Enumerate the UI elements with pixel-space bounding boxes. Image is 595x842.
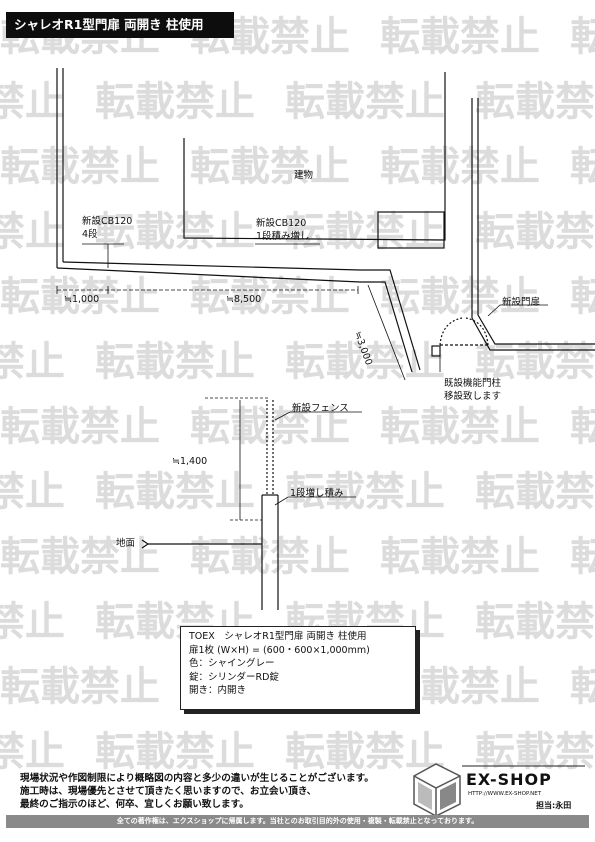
note-line-1: 現場状況や作図制限により概略図の内容と多少の違いが生じることがございます。 xyxy=(20,773,374,784)
watermark-text: 転載禁止 xyxy=(475,79,595,125)
watermark-text: 転載禁止 xyxy=(285,729,445,775)
existing-post-label-2: 移設致します xyxy=(444,391,502,402)
watermark-text: 転載禁止 xyxy=(475,729,595,775)
copyright-footer: 全ての著作権は、エクスショップに帰属します。当社とのお取引目的外の使用・複製・転… xyxy=(6,815,589,828)
leader-add-row xyxy=(274,496,356,506)
notes: 現場状況や作図制限により概略図の内容と多少の違いが生じることがございます。 施工… xyxy=(20,772,374,811)
watermark-text: 転載禁止 xyxy=(0,599,65,645)
ground-label: 地面 xyxy=(116,538,136,549)
watermark-text: 転載禁止 xyxy=(570,14,595,60)
watermark-text: 転載禁止 xyxy=(95,209,255,255)
dimension-1400: ≒1,400 xyxy=(172,456,208,467)
watermark-text: 転載禁止 xyxy=(380,274,540,320)
watermark-text: 転載禁止 xyxy=(475,599,595,645)
spec-line-size: 扉1枚 (W×H) = (600・600×1,000mm) xyxy=(189,644,370,656)
watermark-text: 転載禁止 xyxy=(570,534,595,580)
watermark-text: 転載禁止 xyxy=(190,144,350,190)
gate-post-box xyxy=(431,345,441,357)
leader-gate xyxy=(487,304,548,317)
watermark-text: 転載禁止 xyxy=(95,469,255,515)
watermark-text: 転載禁止 xyxy=(285,79,445,125)
ex-shop-logo xyxy=(413,763,585,816)
building-outline xyxy=(183,72,446,241)
watermark-text: 転載禁止 xyxy=(95,79,255,125)
watermark-text: 転載禁止 xyxy=(95,729,255,775)
note-line-2: 施工時は、現場優先とさせて頂きたく思いますので、お立会い頂き、 xyxy=(20,786,317,797)
new-cb-left-label: 新設CB120 xyxy=(82,216,133,227)
watermark-text: 転載禁止 xyxy=(0,534,160,580)
watermark-text: 転載禁止 xyxy=(0,664,160,710)
logo-url: HTTP://WWW.EX-SHOP.NET xyxy=(468,791,542,797)
building-label: 建物 xyxy=(294,170,314,181)
watermark-text: 転載禁止 xyxy=(0,274,160,320)
spec-line-color: 色：シャイングレー xyxy=(189,658,275,669)
dimension-8500: ≒8,500 xyxy=(226,294,262,305)
watermark-text: 転載禁止 xyxy=(0,209,65,255)
watermark-text: 転載禁止 xyxy=(95,339,255,385)
watermark-text: 転載禁止 xyxy=(285,209,445,255)
watermark-text: 転載禁止 xyxy=(380,144,540,190)
watermark-text: 転載禁止 xyxy=(570,404,595,450)
watermark-text: 転載禁止 xyxy=(475,209,595,255)
existing-post-label-1: 既設機能門柱 xyxy=(444,378,502,389)
page-title: シャレオR1型門扉 両開き 柱使用 xyxy=(6,12,234,38)
watermark-text: 転載禁止 xyxy=(0,144,160,190)
spec-line-product: TOEX シャレオR1型門扉 両開き 柱使用 xyxy=(189,631,367,642)
new-cb-right-add-label: 1段積み増し xyxy=(256,231,310,242)
watermark-text: 転載禁止 xyxy=(285,469,445,515)
watermark-text: 転載禁止 xyxy=(570,144,595,190)
right-boundary-inner xyxy=(477,98,595,345)
note-line-3: 最終のご指示のほど、何卒、宜しくお願い致します。 xyxy=(20,799,249,810)
watermark-text: 転載禁止 xyxy=(190,274,350,320)
watermark-text: 転載禁止 xyxy=(0,469,65,515)
watermark-text: 転載禁止 xyxy=(380,14,540,60)
new-gate-label: 新設門扉 xyxy=(502,297,541,308)
watermark-text: 転載禁止 xyxy=(0,729,65,775)
watermark-text: 転載禁止 xyxy=(190,534,350,580)
block-wall-inner xyxy=(62,261,421,371)
watermark-text: 転載禁止 xyxy=(285,339,445,385)
ground-marker xyxy=(141,539,150,549)
logo-name: EX-SHOP xyxy=(466,770,552,789)
watermark-text: 転載禁止 xyxy=(0,404,160,450)
spec-line-opening: 開き：内開き xyxy=(189,685,247,696)
spec-box: TOEX シャレオR1型門扉 両開き 柱使用 扉1枚 (W×H) = (600・… xyxy=(180,626,416,710)
watermark-text: 転載禁止 xyxy=(570,274,595,320)
watermark-text: 転載禁止 xyxy=(570,664,595,710)
watermark-text: 転載禁止 xyxy=(380,404,540,450)
watermark-text: 転載禁止 xyxy=(380,534,540,580)
watermark-text: 転載禁止 xyxy=(475,469,595,515)
building-feature-box xyxy=(377,211,445,249)
new-fence-label: 新設フェンス xyxy=(292,403,349,414)
dimension-1000: ≒1,000 xyxy=(64,294,100,305)
dim-line-3000 xyxy=(367,284,406,381)
watermark-text: 転載禁止 xyxy=(0,339,65,385)
block-wall-outer xyxy=(56,267,413,373)
staff-label: 担当:永田 xyxy=(536,801,572,810)
new-cb-right-label: 新設CB120 xyxy=(256,218,307,229)
one-row-add-label: 1段増し積み xyxy=(290,488,344,499)
leader-fence xyxy=(274,411,362,421)
gate-swing-left xyxy=(439,317,463,346)
new-cb-left-rows-label: 4段 xyxy=(82,229,98,240)
watermark-text: 転載禁止 xyxy=(475,339,595,385)
spec-line-lock: 錠：シリンダーRD錠 xyxy=(189,671,279,683)
right-boundary-line xyxy=(471,98,595,351)
watermark-text: 転載禁止 xyxy=(0,79,65,125)
